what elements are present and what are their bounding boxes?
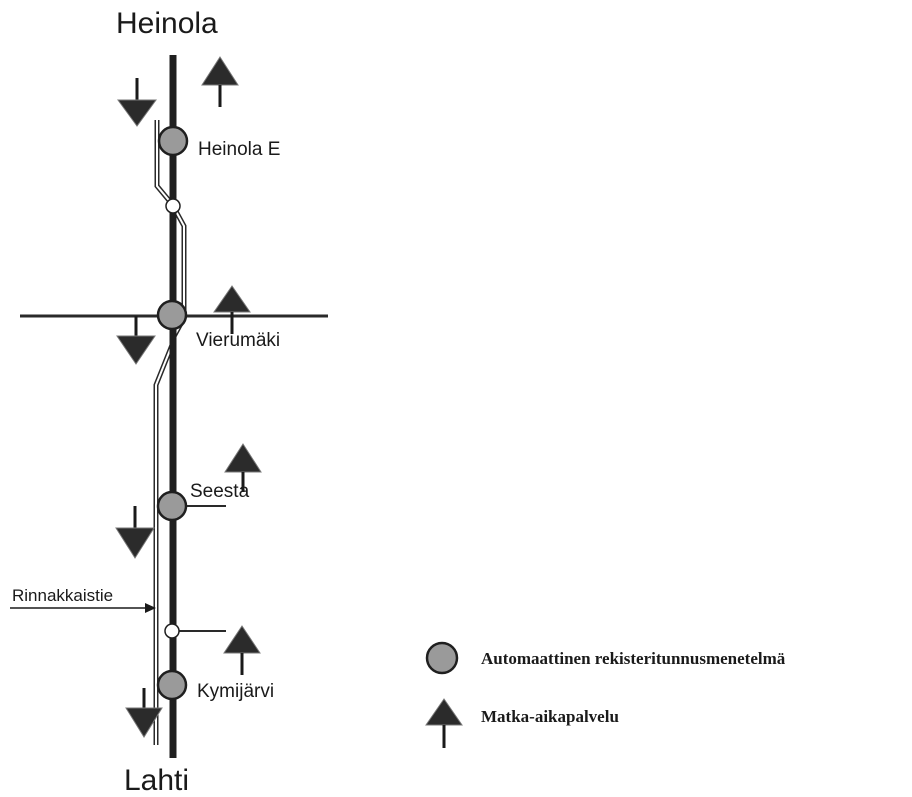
legend-camera-label: Automaattinen rekisteritunnusmenetelmä [481, 649, 786, 668]
southbound-travel-time-sign-icon [125, 688, 163, 738]
station-label-heinola-e: Heinola E [198, 139, 280, 160]
northbound-travel-time-sign-icon [224, 443, 262, 492]
station-label-vierumaki: Vierumäki [196, 330, 280, 351]
parallel-road-label: Rinnakkaistie [12, 586, 113, 605]
legend: Automaattinen rekisteritunnusmenetelmä M… [425, 641, 786, 748]
northbound-travel-time-sign-icon [223, 625, 261, 675]
junction-node-icon [165, 198, 181, 214]
legend-camera-icon [425, 641, 459, 675]
city-south-label: Lahti [124, 764, 189, 797]
legend-travel-time-label: Matka-aikapalvelu [481, 707, 619, 726]
legend-travel-time-sign-icon [425, 698, 463, 748]
junction-node-icon [164, 623, 180, 639]
parallel-road-pointer-arrow-icon [145, 603, 156, 613]
station-label-seesta: Seesta [190, 481, 250, 502]
northbound-travel-time-sign-icon [213, 285, 251, 334]
station-label-kymijarvi: Kymijärvi [197, 681, 274, 702]
camera-station-icon [156, 669, 188, 701]
southbound-travel-time-sign-icon [117, 78, 157, 127]
camera-station-icon [156, 299, 188, 331]
camera-station-icon [156, 490, 188, 522]
city-north-label: Heinola [116, 7, 218, 40]
northbound-travel-time-sign-icon [201, 56, 239, 107]
camera-station-icon [157, 125, 189, 157]
parallel-road-lower [153, 344, 175, 745]
southbound-travel-time-sign-icon [116, 316, 156, 365]
southbound-travel-time-sign-icon [115, 506, 155, 559]
